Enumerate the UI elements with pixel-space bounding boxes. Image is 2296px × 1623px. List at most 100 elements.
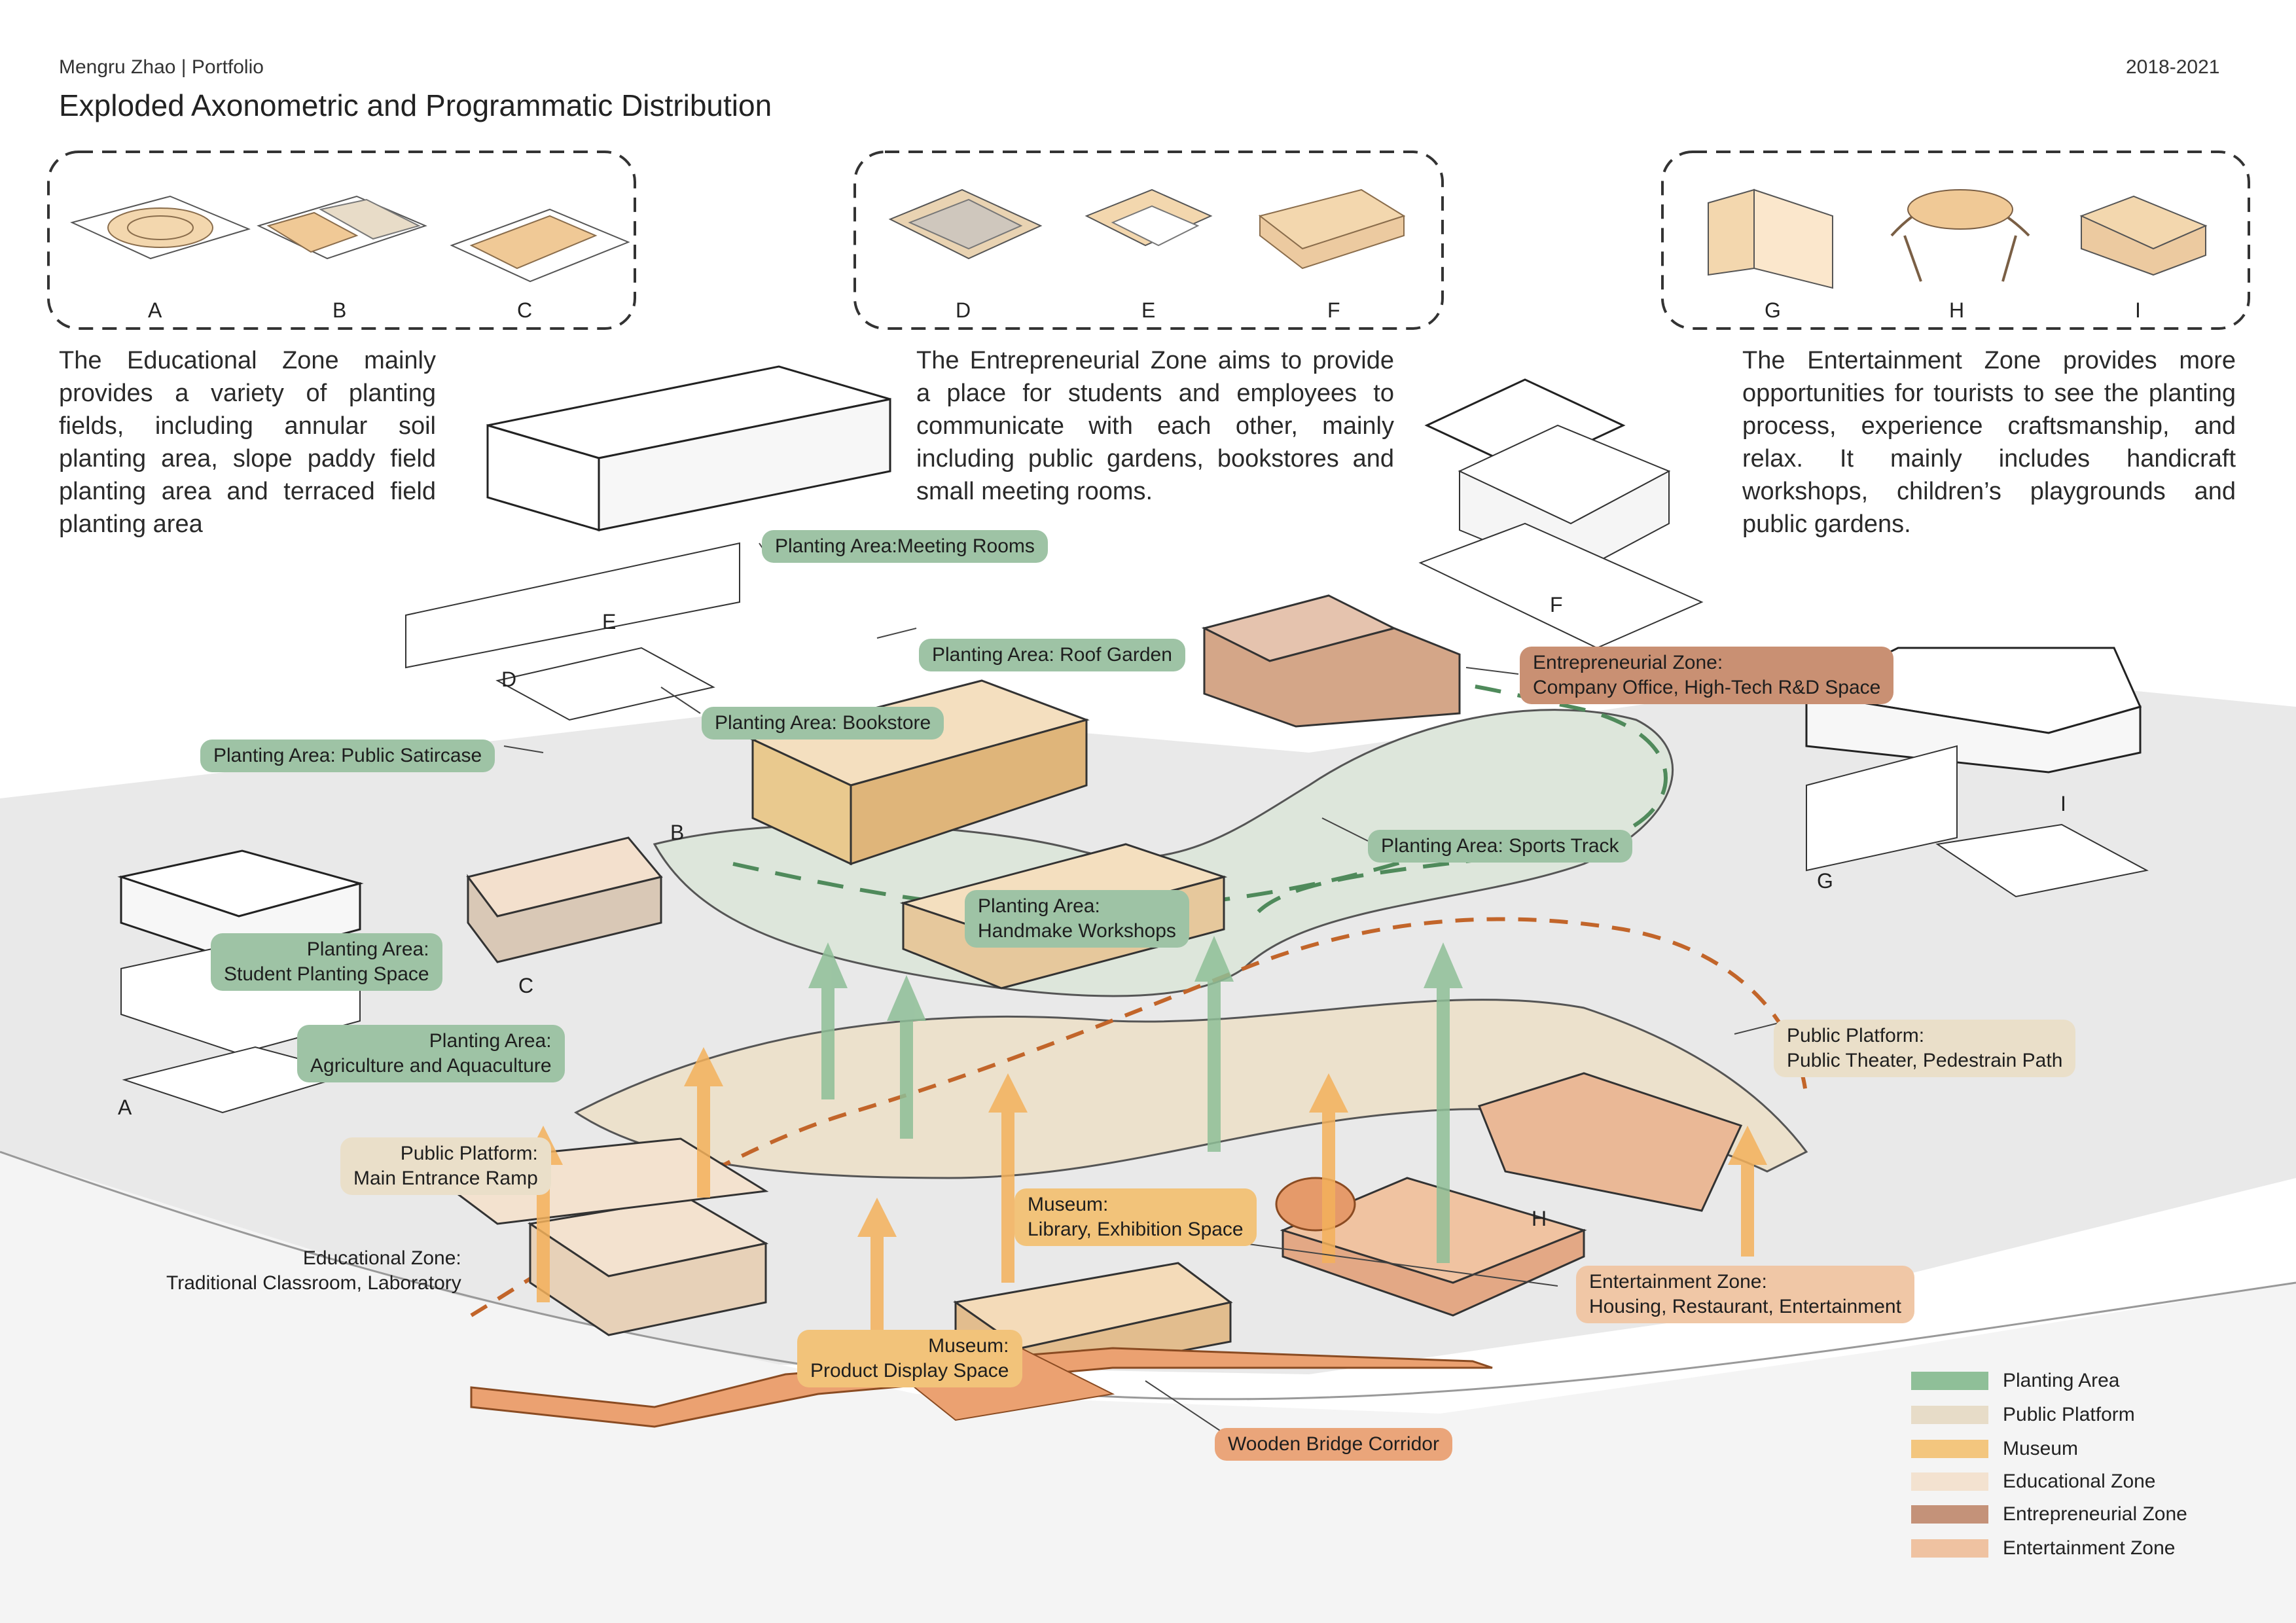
label-classroom-line2: Traditional Classroom, Laboratory xyxy=(166,1272,461,1294)
thumb-letter-e: E xyxy=(1141,298,1156,322)
label-workshops: Planting Area: Handmake Workshops xyxy=(965,890,1189,948)
entertainment-zone-description: The Entertainment Zone provides more opp… xyxy=(1742,347,2236,538)
diagram-letter-c: C xyxy=(518,974,534,997)
housing-building xyxy=(1280,1072,1743,1317)
diagram-letter-f: F xyxy=(1550,593,1563,616)
label-public-theater: Public Platform: Public Theater, Pedestr… xyxy=(1774,1020,2076,1077)
label-public-theater-line2: Public Theater, Pedestrain Path xyxy=(1787,1050,2063,1071)
diagram-letter-i: I xyxy=(2060,792,2066,815)
orange-arrows xyxy=(524,1047,1767,1348)
label-workshops-line1: Planting Area: xyxy=(978,895,1100,917)
label-agriculture: Planting Area: Agriculture and Aquacultu… xyxy=(297,1025,565,1082)
label-library-line1: Museum: xyxy=(1028,1194,1109,1215)
thumb-e xyxy=(1085,188,1213,247)
thumb-f xyxy=(1258,188,1406,270)
dashed-box-entertainment xyxy=(1661,151,2250,330)
thumb-letter-a: A xyxy=(148,298,162,322)
legend-label: Educational Zone xyxy=(2003,1471,2156,1492)
legend-item-public: Public Platform xyxy=(1911,1402,2135,1428)
label-ramp-line2: Main Entrance Ramp xyxy=(353,1168,538,1189)
thumb-d xyxy=(888,188,1043,260)
legend-swatch xyxy=(1911,1406,1988,1424)
year-range: 2018-2021 xyxy=(2126,56,2220,78)
legend-label: Entertainment Zone xyxy=(2003,1537,2176,1559)
legend-label: Museum xyxy=(2003,1438,2079,1459)
thumb-letter-h: H xyxy=(1949,298,1965,322)
label-meeting-rooms: Planting Area:Meeting Rooms xyxy=(762,530,1048,563)
diagram-letter-e: E xyxy=(602,610,617,633)
legend-item-entrepreneurial: Entrepreneurial Zone xyxy=(1911,1501,2187,1527)
leader-lines xyxy=(503,543,1787,1434)
legend-item-educational: Educational Zone xyxy=(1911,1469,2156,1495)
green-arrows xyxy=(808,936,1463,1263)
label-entrepreneurial-zone: Entrepreneurial Zone: Company Office, Hi… xyxy=(1520,647,1894,704)
educational-zone-description: The Educational Zone mainly provides a v… xyxy=(59,347,436,538)
label-student-planting-line2: Student Planting Space xyxy=(224,963,429,985)
thumb-i xyxy=(2079,195,2208,276)
legend-label: Planting Area xyxy=(2003,1370,2120,1391)
dashed-box-educational xyxy=(47,151,636,330)
thumb-h xyxy=(1890,189,2030,282)
label-student-planting-line1: Planting Area: xyxy=(306,938,429,960)
thumb-letter-c: C xyxy=(517,298,533,322)
label-library: Museum: Library, Exhibition Space xyxy=(1014,1188,1257,1246)
label-student-planting: Planting Area: Student Planting Space xyxy=(211,933,442,991)
public-platform xyxy=(574,999,1808,1179)
sports-track-path xyxy=(1217,669,1668,924)
legend-swatch xyxy=(1911,1472,1988,1491)
label-public-theater-line1: Public Platform: xyxy=(1787,1025,1925,1046)
legend-swatch xyxy=(1911,1539,1988,1558)
thumb-letter-f: F xyxy=(1327,298,1340,322)
label-library-line2: Library, Exhibition Space xyxy=(1028,1219,1244,1240)
thumb-letter-i: I xyxy=(2135,298,2141,322)
student-building xyxy=(466,836,663,963)
diagram-letter-g: G xyxy=(1817,869,1833,893)
label-public-staircase: Planting Area: Public Satircase xyxy=(200,740,495,772)
diagram-letter-a: A xyxy=(118,1096,132,1119)
legend-swatch xyxy=(1911,1372,1988,1390)
office-building xyxy=(1201,594,1461,728)
label-agriculture-line1: Planting Area: xyxy=(429,1030,552,1052)
wooden-bridge-corridor xyxy=(470,1347,1493,1428)
thumb-b xyxy=(257,195,427,260)
thumb-letter-g: G xyxy=(1765,298,1781,322)
label-housing: Entertainment Zone: Housing, Restaurant,… xyxy=(1576,1266,1914,1323)
author-line: Mengru Zhao | Portfolio xyxy=(59,56,264,78)
legend-swatch xyxy=(1911,1440,1988,1458)
label-classroom: Educational Zone: Traditional Classroom,… xyxy=(153,1242,475,1300)
diagram-letter-b: B xyxy=(670,821,685,844)
legend-label: Entrepreneurial Zone xyxy=(2003,1503,2187,1525)
legend-item-museum: Museum xyxy=(1911,1436,2078,1462)
thumb-letter-b: B xyxy=(332,298,347,322)
label-entrepreneurial-line2: Company Office, High-Tech R&D Space xyxy=(1533,677,1881,698)
label-housing-line1: Entertainment Zone: xyxy=(1589,1271,1767,1293)
label-roof-garden: Planting Area: Roof Garden xyxy=(919,639,1185,671)
upper-right-building xyxy=(1418,378,1704,649)
label-ramp-line1: Public Platform: xyxy=(400,1143,538,1164)
river-bank xyxy=(0,1152,2296,1623)
dashed-box-entrepreneurial xyxy=(853,151,1444,330)
label-product-display: Museum: Product Display Space xyxy=(797,1330,1022,1387)
diagram-letter-d: D xyxy=(501,668,517,691)
label-bookstore: Planting Area: Bookstore xyxy=(702,707,944,740)
label-entrepreneurial-line1: Entrepreneurial Zone: xyxy=(1533,652,1723,673)
label-agriculture-line2: Agriculture and Aquaculture xyxy=(310,1055,552,1077)
label-main-entrance-ramp: Public Platform: Main Entrance Ramp xyxy=(340,1137,551,1195)
legend-swatch xyxy=(1911,1505,1988,1524)
thumb-g xyxy=(1708,188,1833,289)
thumb-letter-d: D xyxy=(956,298,971,322)
label-housing-line2: Housing, Restaurant, Entertainment xyxy=(1589,1296,1901,1317)
diagram-letter-h: H xyxy=(1532,1207,1547,1230)
label-product-line1: Museum: xyxy=(928,1335,1009,1357)
label-sports-track: Planting Area: Sports Track xyxy=(1368,830,1632,863)
label-product-line2: Product Display Space xyxy=(810,1360,1009,1382)
page-title: Exploded Axonometric and Programmatic Di… xyxy=(59,88,772,122)
label-classroom-line1: Educational Zone: xyxy=(302,1247,461,1269)
label-wooden-bridge: Wooden Bridge Corridor xyxy=(1215,1428,1452,1461)
entrepreneurial-zone-description: The Entrepreneurial Zone aims to provide… xyxy=(916,347,1394,505)
legend-item-planting: Planting Area xyxy=(1911,1368,2119,1394)
thumb-c xyxy=(450,208,630,283)
thumb-a xyxy=(70,195,251,260)
upper-left-building xyxy=(405,365,891,721)
